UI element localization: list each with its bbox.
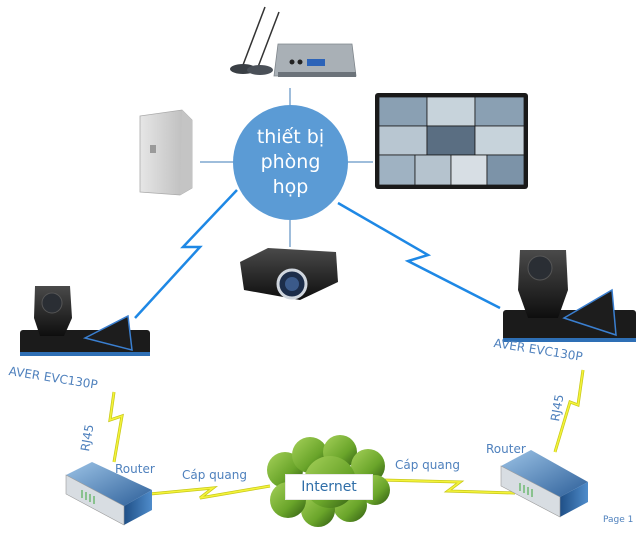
hub-line-1: thiết bị [256,126,325,148]
wireless-link-right [337,201,501,310]
projector [240,248,338,300]
hub-connectors [200,88,373,247]
hub-line-3: họp [272,176,309,198]
internet-label: Internet [285,474,373,500]
conference-microphone-system [230,6,357,77]
rj45-link-left [108,391,124,463]
wall-speaker [139,109,193,196]
router-left [65,462,152,526]
fiber-left-label: Cáp quang [182,468,247,482]
fiber-link-right [379,478,516,495]
fiber-link-left [149,484,271,500]
aver-evc130p-left [20,286,150,356]
rj45-link-right [553,369,585,453]
page-number: Page 1 [603,515,634,525]
meeting-room-equipment-hub: thiết bị phòng họp [233,105,348,220]
video-conference-display [375,93,528,189]
fiber-right-label: Cáp quang [395,458,460,472]
hub-line-2: phòng [260,151,321,173]
wireless-link-left [134,189,238,319]
aver-evc130p-right [503,250,636,342]
router-right-label: Router [486,442,526,456]
router-right [500,450,588,518]
router-left-label: Router [115,462,155,476]
